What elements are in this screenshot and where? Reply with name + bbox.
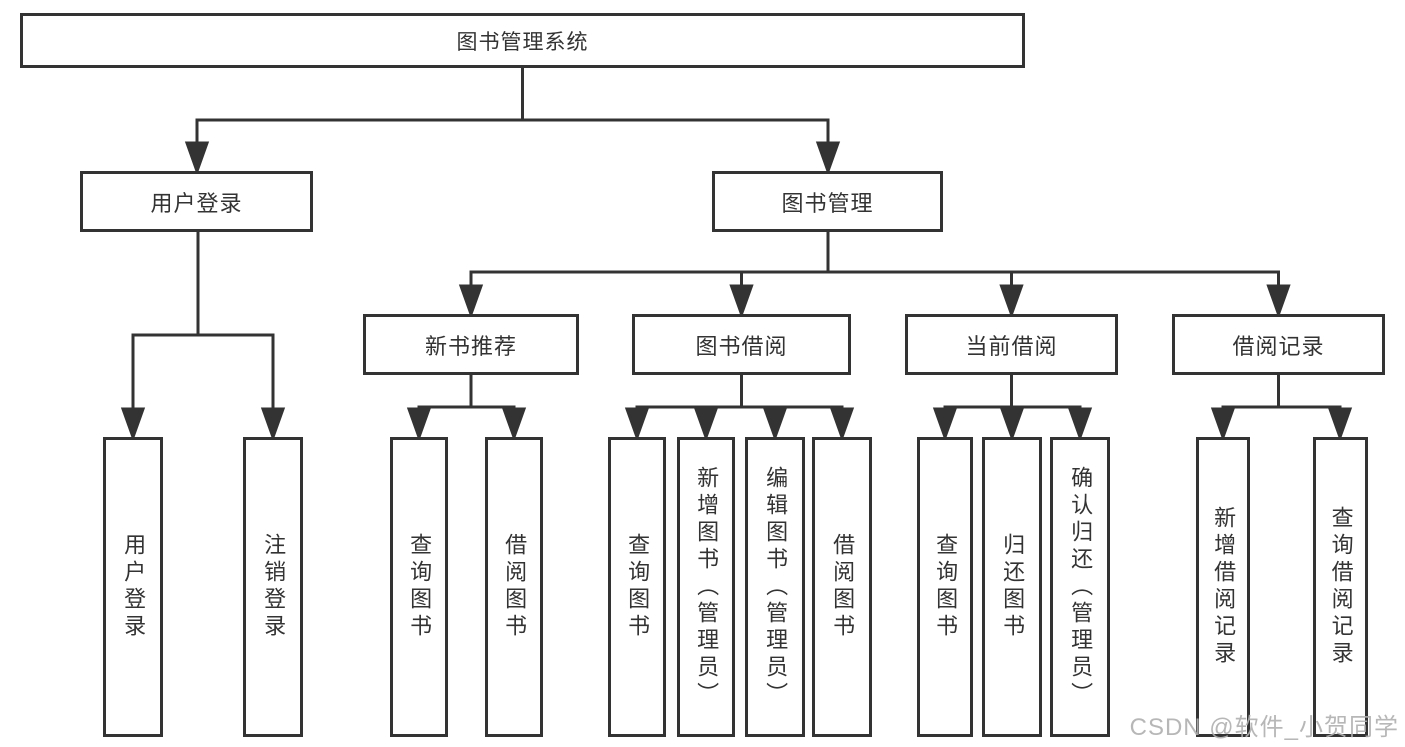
node-borrow-records: 借阅记录 [1172,314,1385,375]
leaf-edit-book-admin: 编辑图书（管理员） [745,437,805,737]
leaf-user-login: 用户登录 [103,437,163,737]
leaf-add-borrow-record: 新增借阅记录 [1196,437,1250,737]
leaf-query-books-1: 查询图书 [390,437,448,737]
node-book-borrow: 图书借阅 [632,314,851,375]
leaf-query-books-3: 查询图书 [917,437,973,737]
node-book-management: 图书管理 [712,171,943,232]
node-current-borrow: 当前借阅 [905,314,1118,375]
leaf-logout: 注销登录 [243,437,303,737]
leaf-query-borrow-record: 查询借阅记录 [1313,437,1368,737]
node-new-book-recommend: 新书推荐 [363,314,579,375]
leaf-return-book: 归还图书 [982,437,1042,737]
leaf-query-books-2: 查询图书 [608,437,666,737]
leaf-borrow-books-1: 借阅图书 [485,437,543,737]
node-user-login: 用户登录 [80,171,313,232]
leaf-confirm-return-admin: 确认归还（管理员） [1050,437,1110,737]
leaf-add-book-admin: 新增图书（管理员） [677,437,735,737]
leaf-borrow-books-2: 借阅图书 [812,437,872,737]
node-root: 图书管理系统 [20,13,1025,68]
